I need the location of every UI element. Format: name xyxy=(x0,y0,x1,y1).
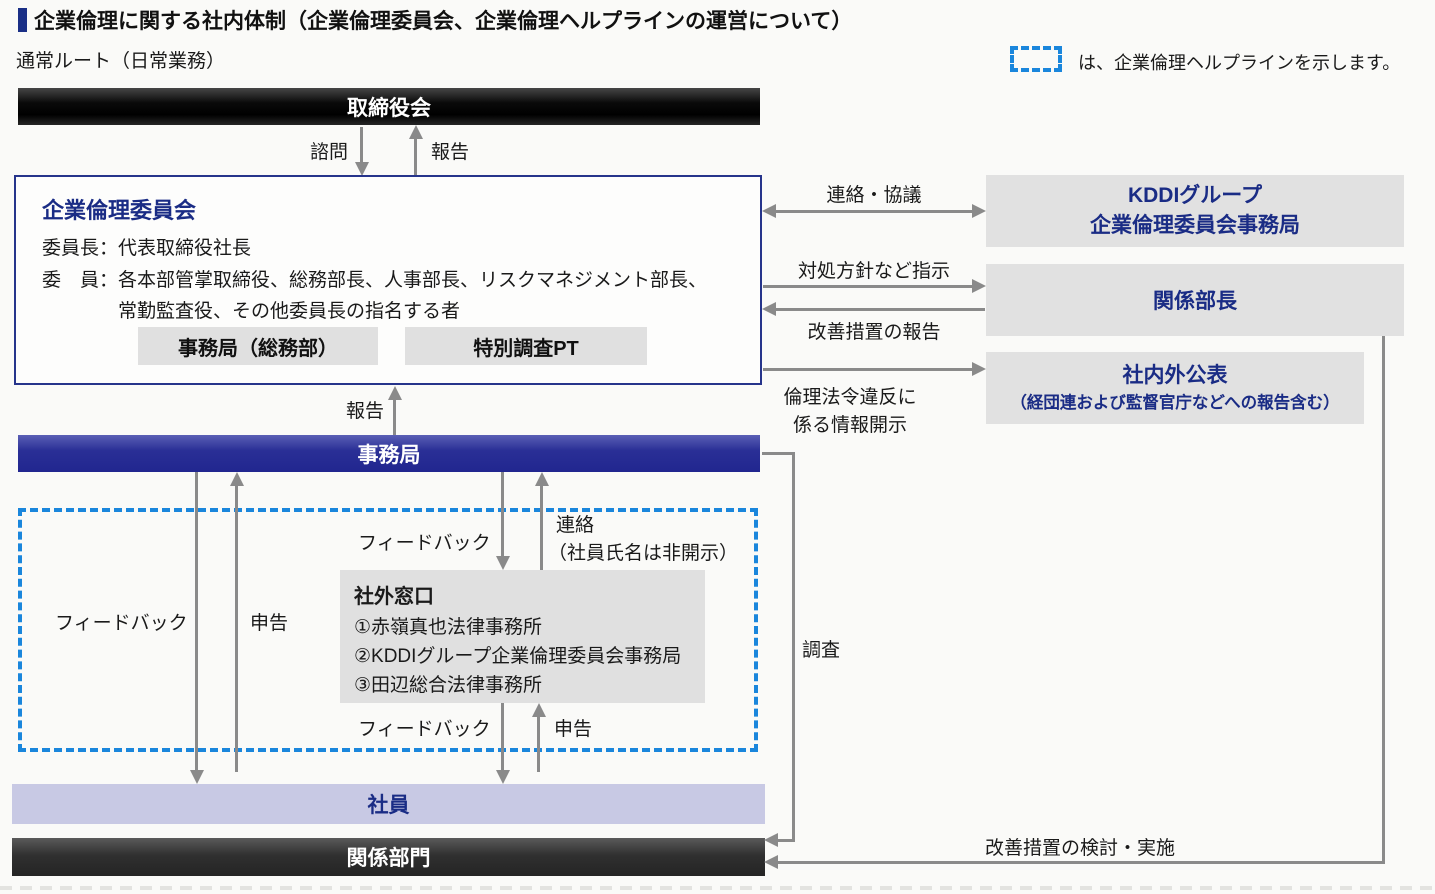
employees-label: 社員 xyxy=(367,794,410,817)
contact-mid-arrow xyxy=(540,485,543,570)
violation-disclosure-label-line2: 係る情報開示 xyxy=(792,415,907,436)
violation-disclosure-arrow xyxy=(763,368,973,371)
consult-arrowhead xyxy=(355,162,369,176)
contact-label-line1: 連絡 xyxy=(556,515,595,536)
consult-arrow xyxy=(360,127,363,164)
improvement-action-label: 改善措置の検討・実施 xyxy=(984,838,1175,859)
contact-consult-arrowhead-right xyxy=(972,204,986,218)
report-top-arrowhead xyxy=(409,125,423,139)
secretariat-box: 事務局 xyxy=(18,435,760,472)
consult-label: 諮問 xyxy=(309,142,348,163)
kddi-group-line2: 企業倫理委員会事務局 xyxy=(1090,214,1300,237)
disclosure-line1: 社内外公表 xyxy=(1122,363,1228,387)
related-managers-box: 関係部長 xyxy=(986,264,1404,336)
ethics-committee-box: 企業倫理委員会 委員長：代表取締役社長 委 員：各本部管掌取締役、総務部長、人事… xyxy=(14,175,762,385)
report-mid-arrowhead xyxy=(388,386,402,400)
committee-members-line1: 委 員：各本部管掌取締役、総務部長、人事部長、リスクマネジメント部長、 xyxy=(42,270,708,291)
investigation-arrowhead xyxy=(764,833,778,847)
title-marker-icon xyxy=(18,8,27,32)
investigation-label: 調査 xyxy=(802,640,841,661)
contact-label-line2: （社員氏名は非開示） xyxy=(548,543,739,564)
violation-disclosure-label-line1: 倫理法令違反に xyxy=(783,387,917,408)
external-contact-item: ③田辺総合法律事務所 xyxy=(354,675,543,696)
related-depts-box: 関係部門 xyxy=(12,838,765,876)
policy-instruction-arrowhead xyxy=(972,279,986,293)
improvement-report-arrowhead xyxy=(762,302,776,316)
feedback-bottom-label: フィードバック xyxy=(358,719,491,740)
feedback-left-arrowhead xyxy=(190,770,204,784)
external-contact-item: ①赤嶺真也法律事務所 xyxy=(354,617,543,638)
board-label: 取締役会 xyxy=(347,96,431,120)
declare-bottom-label: 申告 xyxy=(554,719,593,740)
committee-secretariat-sub-label: 事務局（総務部） xyxy=(178,337,338,360)
improvement-report-label: 改善措置の報告 xyxy=(807,322,941,343)
disclosure-line2: （経団連および監督官庁などへの報告含む） xyxy=(1010,393,1340,412)
committee-chair-line: 委員長：代表取締役社長 xyxy=(42,238,252,259)
related-depts-label: 関係部門 xyxy=(346,847,431,870)
ethics-committee-title: 企業倫理委員会 xyxy=(42,198,197,223)
feedback-bottom-arrowhead xyxy=(496,770,510,784)
violation-disclosure-arrowhead xyxy=(972,362,986,376)
disclosure-box: 社内外公表 （経団連および監督官庁などへの報告含む） xyxy=(986,352,1364,424)
feedback-mid-arrowhead xyxy=(496,556,510,570)
report-top-label: 報告 xyxy=(431,142,470,163)
report-top-arrow xyxy=(414,138,417,175)
improvement-action-vertical xyxy=(1382,336,1385,864)
board-box: 取締役会 xyxy=(18,88,760,125)
improvement-action-arrowhead xyxy=(764,855,778,869)
employees-box: 社員 xyxy=(12,784,765,824)
declare-left-arrowhead xyxy=(230,472,244,486)
declare-left-label: 申告 xyxy=(250,613,289,634)
report-mid-label: 報告 xyxy=(345,401,384,422)
investigation-path-vertical xyxy=(792,452,795,842)
feedback-bottom-arrow xyxy=(501,703,504,772)
declare-bottom-arrow xyxy=(537,716,540,772)
policy-instruction-label: 対処方針など指示 xyxy=(797,261,950,282)
declare-left-arrow xyxy=(235,485,238,772)
secretariat-label: 事務局 xyxy=(357,443,421,467)
kddi-group-line1: KDDIグループ xyxy=(1127,184,1263,207)
route-subtitle: 通常ルート（日常業務） xyxy=(16,51,226,72)
page-bottom-dashed-rule xyxy=(0,886,1435,890)
committee-secretariat-sub-box: 事務局（総務部） xyxy=(138,327,378,365)
special-investigation-box: 特別調査PT xyxy=(405,327,647,365)
contact-consult-label: 連絡・協議 xyxy=(826,185,922,206)
contact-mid-arrowhead xyxy=(535,472,549,486)
external-contact-item: ②KDDIグループ企業倫理委員会事務局 xyxy=(354,646,682,667)
helpline-region xyxy=(18,508,758,752)
related-managers-label: 関係部長 xyxy=(1153,290,1237,313)
feedback-left-arrow xyxy=(195,472,198,772)
declare-bottom-arrowhead xyxy=(532,703,546,717)
external-contact-title: 社外窓口 xyxy=(354,586,434,608)
policy-instruction-arrow xyxy=(763,285,973,288)
feedback-left-label: フィードバック xyxy=(55,613,188,634)
contact-consult-arrow xyxy=(775,210,973,213)
helpline-legend-swatch xyxy=(1010,46,1062,72)
improvement-report-arrow xyxy=(775,308,985,311)
investigation-path-top xyxy=(762,452,795,455)
report-mid-arrow xyxy=(393,399,396,435)
feedback-mid-label: フィードバック xyxy=(358,533,491,554)
special-investigation-label: 特別調査PT xyxy=(473,337,579,360)
external-contact-box: 社外窓口 ①赤嶺真也法律事務所 ②KDDIグループ企業倫理委員会事務局 ③田辺総… xyxy=(340,570,705,703)
contact-consult-arrowhead-left xyxy=(762,204,776,218)
kddi-group-box: KDDIグループ 企業倫理委員会事務局 xyxy=(986,175,1404,247)
helpline-legend-label: は、企業倫理ヘルプラインを示します。 xyxy=(1078,53,1401,73)
page-title: 企業倫理に関する社内体制（企業倫理委員会、企業倫理ヘルプラインの運営について） xyxy=(34,10,853,33)
investigation-path-bottom xyxy=(778,839,794,842)
feedback-mid-arrow xyxy=(501,472,504,558)
improvement-action-horizontal xyxy=(778,861,1385,864)
committee-members-line2: 常勤監査役、その他委員長の指名する者 xyxy=(118,301,461,322)
